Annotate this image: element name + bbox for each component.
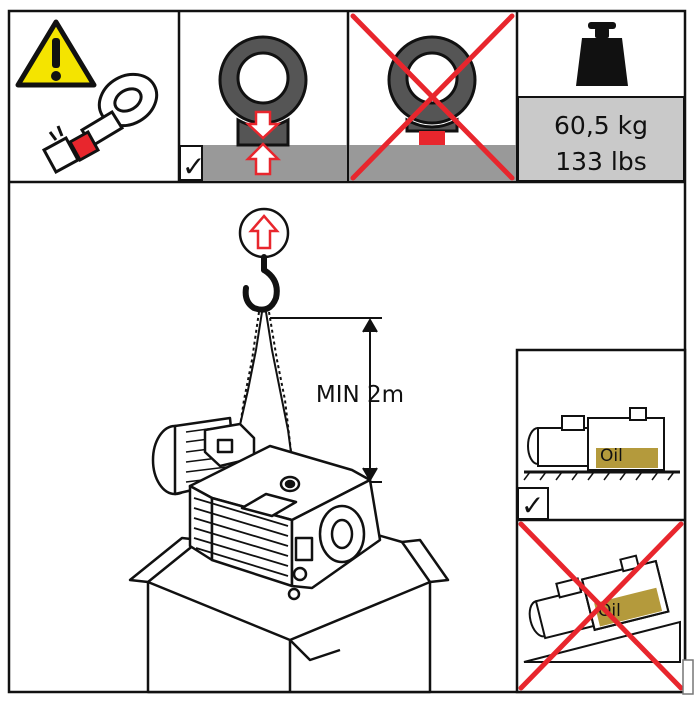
check-mark: ✓ (521, 489, 544, 522)
lifting-scene: MIN 2m (128, 207, 450, 694)
crane-hook-icon (242, 254, 280, 313)
lift-up-arrow-icon (238, 207, 290, 259)
weight-panel (517, 96, 685, 182)
oil-panel: Oil ✓ Oil (515, 348, 687, 694)
warning-triangle-icon (15, 19, 97, 88)
weight-icon (576, 22, 628, 86)
eyebolt-ring-icon (387, 35, 477, 133)
corner-tab (682, 659, 694, 695)
mounting-surface (349, 145, 516, 181)
arrow-down-icon (244, 110, 282, 140)
pump-level-illustration (523, 407, 680, 481)
eyebolt-wrong-cell (349, 13, 516, 181)
eyebolt-correct-cell: ✓ (179, 35, 347, 183)
min-height-label: MIN 2m (316, 382, 404, 408)
vacuum-pump-illustration (151, 416, 382, 601)
arrow-up-icon (244, 142, 282, 176)
check-mark: ✓ (182, 150, 205, 183)
weight-kg: 60,5 kg (554, 111, 648, 140)
forbidden-cross-icon (518, 521, 684, 691)
weight-cell: 60,5 kg 133 lbs (517, 22, 685, 182)
broken-eyebolt-icon (41, 72, 159, 175)
check-box (517, 487, 549, 520)
warning-cell (15, 19, 159, 175)
shipping-box (128, 508, 450, 694)
oil-fill-level (596, 448, 658, 468)
gap-marker (419, 131, 445, 145)
oil-label-level: Oil (600, 446, 623, 466)
check-box (179, 145, 203, 181)
forbidden-cross-icon (350, 13, 515, 181)
weight-lbs: 133 lbs (555, 147, 647, 176)
